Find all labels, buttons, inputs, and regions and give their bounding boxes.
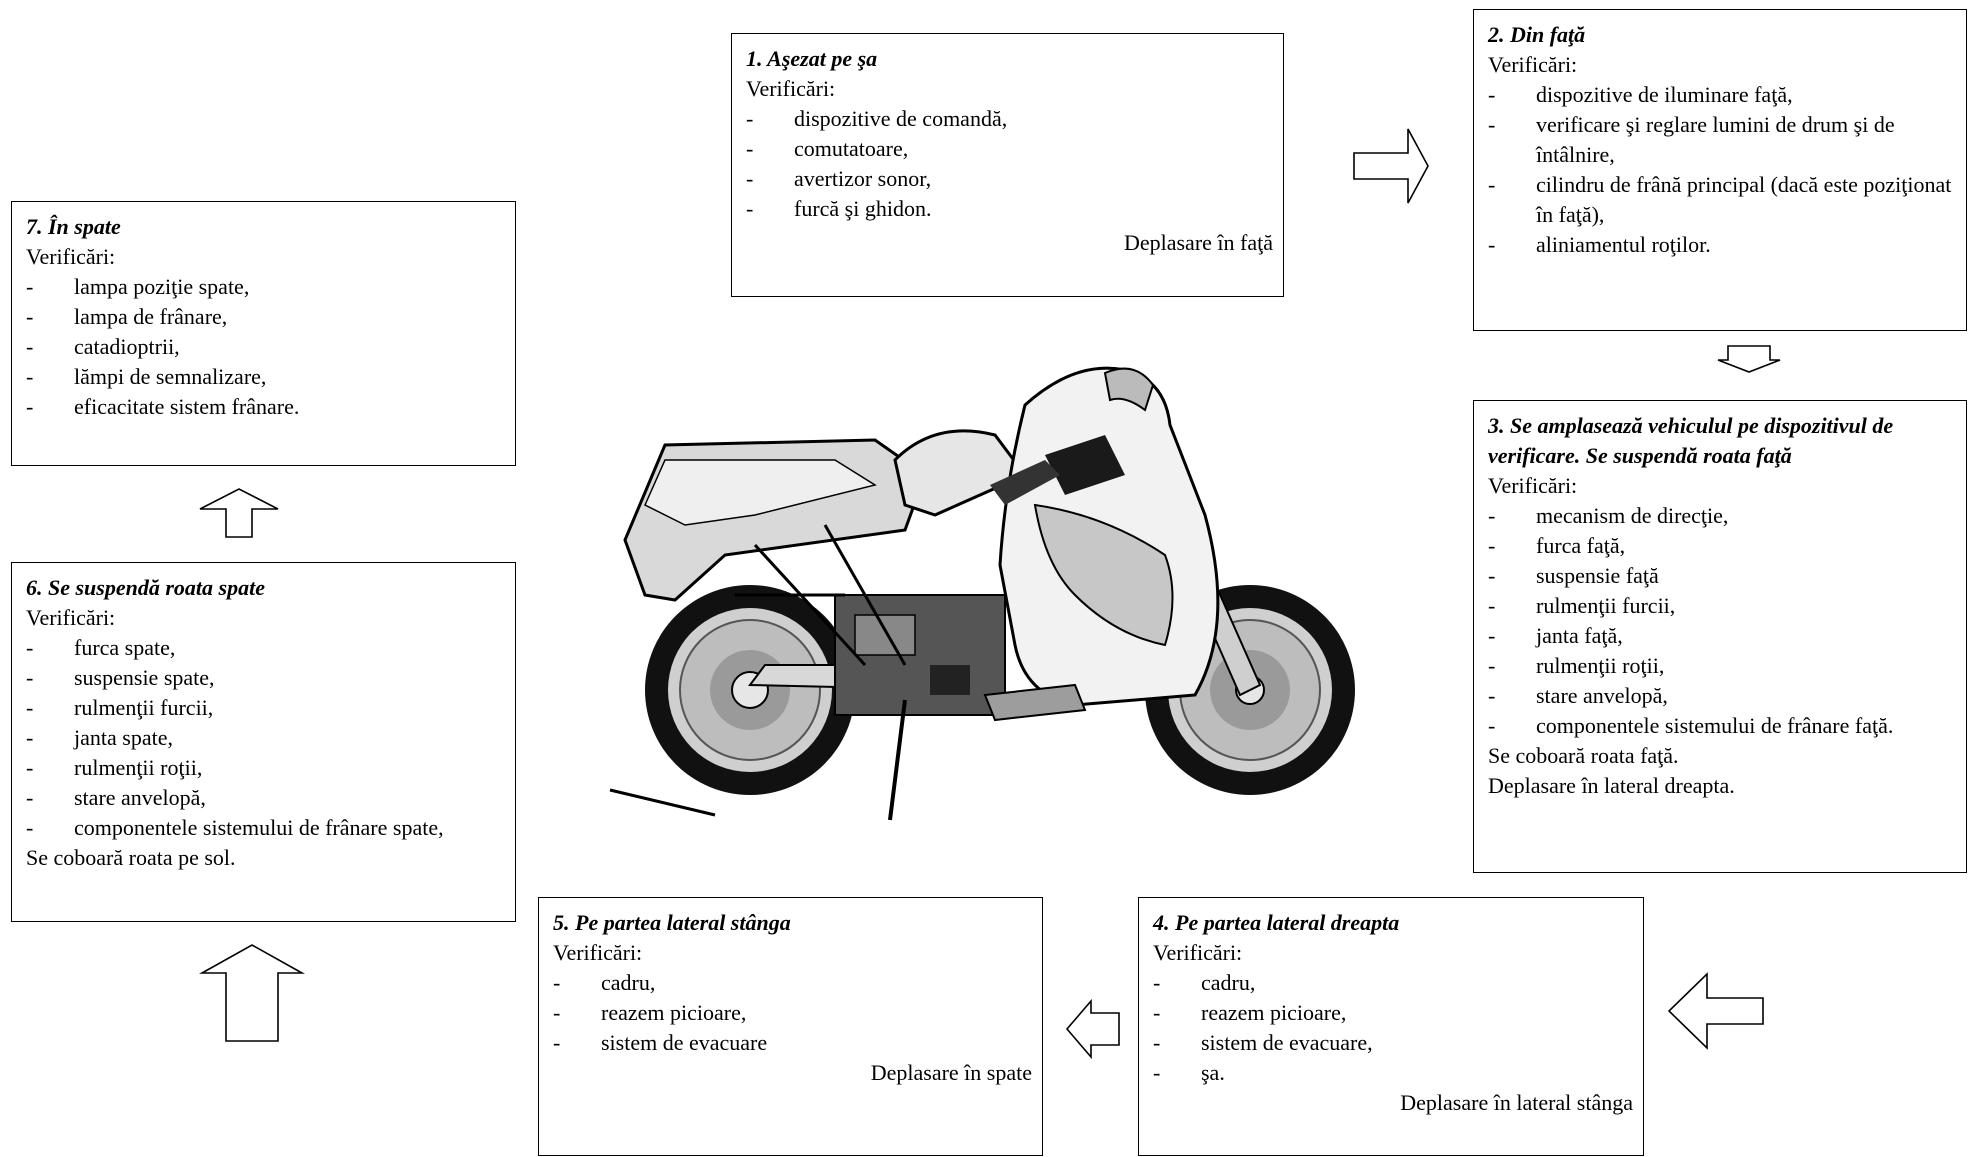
step-1-label: Verificări:	[746, 76, 836, 101]
step-7-box: 7. În spate Verificări: lampa poziţie sp…	[11, 201, 516, 466]
step-3-label: Verificări:	[1488, 473, 1578, 498]
step-6-list: furca spate, suspensie spate, rulmenţii …	[26, 633, 505, 843]
step-5-box: 5. Pe partea lateral stânga Verificări: …	[538, 897, 1043, 1156]
list-item: şa.	[1153, 1058, 1633, 1088]
list-item: reazem picioare,	[553, 998, 1032, 1028]
step-4-move: Deplasare în lateral stânga	[1400, 1090, 1633, 1115]
list-item: furca spate,	[26, 633, 505, 663]
list-item: aliniamentul roţilor.	[1488, 230, 1956, 260]
list-item: furcă şi ghidon.	[746, 194, 1273, 224]
list-item: furca faţă,	[1488, 531, 1956, 561]
step-2-label: Verificări:	[1488, 52, 1578, 77]
list-item: dispozitive de comandă,	[746, 104, 1273, 134]
list-item: cadru,	[1153, 968, 1633, 998]
list-item: stare anvelopă,	[1488, 681, 1956, 711]
list-item: comutatoare,	[746, 134, 1273, 164]
list-item: suspensie faţă	[1488, 561, 1956, 591]
right-arrow-icon	[1353, 128, 1429, 204]
step-5-title: 5. Pe partea lateral stânga	[553, 910, 791, 935]
step-5-list: cadru, reazem picioare, sistem de evacua…	[553, 968, 1032, 1058]
step-6-note: Se coboară roata pe sol.	[26, 845, 236, 870]
arrow-step2-to-step3	[1717, 345, 1781, 373]
step-3-list: mecanism de direcţie, furca faţă, suspen…	[1488, 501, 1956, 741]
step-1-move: Deplasare în faţă	[1123, 230, 1273, 255]
step-3-move: Deplasare în lateral dreapta.	[1488, 773, 1735, 798]
step-4-box: 4. Pe partea lateral dreapta Verificări:…	[1138, 897, 1644, 1156]
list-item: rulmenţii roţii,	[1488, 651, 1956, 681]
arrow-step3-to-step4	[1667, 972, 1764, 1050]
left-arrow-icon	[1065, 998, 1120, 1060]
step-6-box: 6. Se suspendă roata spate Verificări: f…	[11, 562, 516, 922]
step-6-title: 6. Se suspendă roata spate	[26, 575, 265, 600]
list-item: componentele sistemului de frânare faţă.	[1488, 711, 1956, 741]
list-item: avertizor sonor,	[746, 164, 1273, 194]
arrow-step4-to-step5	[1065, 998, 1120, 1060]
list-item: lampa poziţie spate,	[26, 272, 505, 302]
list-item: rulmenţii furcii,	[1488, 591, 1956, 621]
step-4-label: Verificări:	[1153, 940, 1243, 965]
step-7-label: Verificări:	[26, 244, 116, 269]
up-arrow-icon	[199, 488, 279, 538]
step-4-title: 4. Pe partea lateral dreapta	[1153, 910, 1400, 935]
motorcycle-illustration	[609, 366, 1355, 821]
step-7-list: lampa poziţie spate, lampa de frânare, c…	[26, 272, 505, 422]
step-5-move: Deplasare în spate	[870, 1060, 1032, 1085]
step-3-note: Se coboară roata faţă.	[1488, 743, 1679, 768]
list-item: mecanism de direcţie,	[1488, 501, 1956, 531]
list-item: janta spate,	[26, 723, 505, 753]
arrow-step1-to-step2	[1353, 128, 1429, 204]
left-arrow-icon	[1667, 972, 1764, 1050]
list-item: sistem de evacuare,	[1153, 1028, 1633, 1058]
list-item: reazem picioare,	[1153, 998, 1633, 1028]
step-1-title: 1. Aşezat pe şa	[746, 46, 878, 71]
list-item: suspensie spate,	[26, 663, 505, 693]
step-1-list: dispozitive de comandă, comutatoare, ave…	[746, 104, 1273, 224]
list-item: sistem de evacuare	[553, 1028, 1032, 1058]
list-item: componentele sistemului de frânare spate…	[26, 813, 505, 843]
list-item: stare anvelopă,	[26, 783, 505, 813]
step-3-box: 3. Se amplasează vehiculul pe dispozitiv…	[1473, 400, 1967, 873]
step-7-title: 7. În spate	[26, 214, 121, 239]
list-item: rulmenţii roţii,	[26, 753, 505, 783]
arrow-step5-to-step6	[198, 944, 306, 1042]
step-6-label: Verificări:	[26, 605, 116, 630]
list-item: catadioptrii,	[26, 332, 505, 362]
down-arrow-icon	[1717, 345, 1781, 373]
list-item: lampa de frânare,	[26, 302, 505, 332]
list-item: dispozitive de iluminare faţă,	[1488, 80, 1956, 110]
step-2-list: dispozitive de iluminare faţă, verificar…	[1488, 80, 1956, 260]
list-item: cadru,	[553, 968, 1032, 998]
step-2-box: 2. Din faţă Verificări: dispozitive de i…	[1473, 9, 1967, 331]
step-5-label: Verificări:	[553, 940, 643, 965]
step-1-box: 1. Aşezat pe şa Verificări: dispozitive …	[731, 33, 1284, 297]
list-item: cilindru de frână principal (dacă este p…	[1488, 170, 1956, 230]
list-item: verificare şi reglare lumini de drum şi …	[1488, 110, 1956, 170]
list-item: eficacitate sistem frânare.	[26, 392, 505, 422]
up-arrow-icon	[198, 944, 306, 1042]
step-2-title: 2. Din faţă	[1488, 22, 1586, 47]
list-item: janta faţă,	[1488, 621, 1956, 651]
arrow-step6-to-step7	[199, 488, 279, 538]
list-item: rulmenţii furcii,	[26, 693, 505, 723]
list-item: lămpi de semnalizare,	[26, 362, 505, 392]
step-3-title: 3. Se amplasează vehiculul pe dispozitiv…	[1488, 413, 1894, 468]
step-4-list: cadru, reazem picioare, sistem de evacua…	[1153, 968, 1633, 1088]
